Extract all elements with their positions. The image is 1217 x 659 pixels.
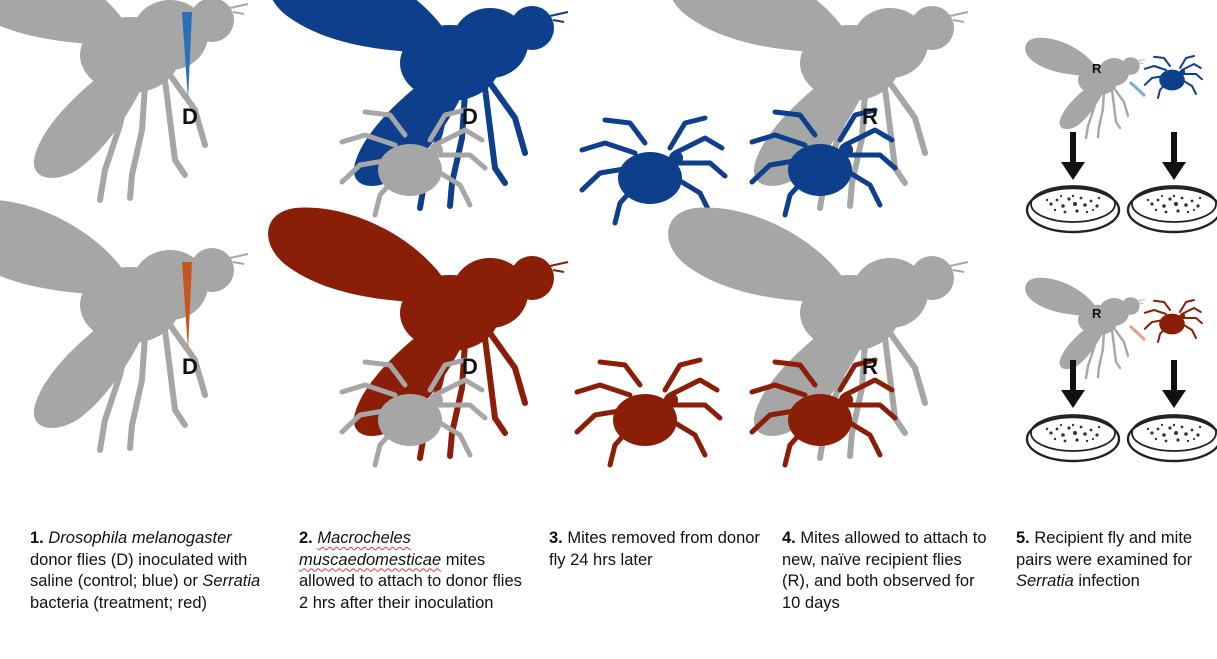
donor-label: D (182, 104, 198, 129)
step-text: bacteria (treatment; red) (30, 594, 207, 612)
recipient-label: R (862, 354, 878, 379)
step-number: 4. (782, 529, 796, 547)
recipient-label: R (1092, 306, 1102, 321)
mite-small-red-icon (1145, 300, 1202, 342)
panel-1-treatment: D (0, 200, 248, 450)
row-control: D D R R (0, 0, 1217, 232)
step-1-caption: 1. Drosophila melanogaster donor flies (… (30, 528, 270, 614)
step-text: Serratia (1016, 572, 1074, 590)
recipient-label: R (1092, 61, 1102, 76)
petri-dish-icon (1128, 186, 1217, 232)
panel-4-control: R (668, 0, 968, 215)
step-text: Serratia (202, 572, 260, 590)
recipient-fly-small-icon (1025, 278, 1145, 378)
step-number: 1. (30, 529, 44, 547)
panel-2-treatment: D (268, 208, 568, 465)
step-number: 5. (1016, 529, 1030, 547)
arrow-down-icon (1162, 132, 1186, 180)
step-number: 3. (549, 529, 563, 547)
step-text: Macrocheles muscaedomesticae (299, 529, 441, 569)
donor-fly-icon (0, 0, 248, 200)
step-text: infection (1074, 572, 1140, 590)
petri-dish-icon (1027, 415, 1119, 461)
donor-label: D (182, 354, 198, 379)
step-5-caption: 5. Recipient fly and mite pairs were exa… (1016, 528, 1206, 593)
row-treatment: D D R R (0, 200, 1217, 465)
pipette-blue-icon (1130, 82, 1145, 96)
step-3-caption: 3. Mites removed from donor fly 24 hrs l… (549, 528, 764, 571)
arrow-down-icon (1162, 360, 1186, 408)
removed-mite-blue-icon (582, 118, 725, 223)
diagram-artwork: D D R R (0, 0, 1217, 510)
step-2-caption: 2. Macrocheles muscaedomesticae mites al… (299, 528, 531, 614)
pipette-red-icon (1130, 326, 1145, 340)
step-number: 2. (299, 529, 313, 547)
step-text: Drosophila melanogaster (48, 529, 231, 547)
step-text: Mites removed from donor fly 24 hrs late… (549, 529, 760, 569)
removed-mite-red-icon (577, 360, 720, 465)
donor-fly-icon (0, 200, 248, 450)
arrow-down-icon (1061, 132, 1085, 180)
panel-4-treatment: R (668, 208, 968, 465)
petri-dish-icon (1128, 415, 1217, 461)
recipient-label: R (862, 104, 878, 129)
panel-1-control: D (0, 0, 248, 200)
step-4-caption: 4. Mites allowed to attach to new, naïve… (782, 528, 992, 614)
panel-5-control: R (1025, 38, 1217, 232)
recipient-fly-small-icon (1025, 38, 1145, 138)
step-text: Recipient fly and mite pairs were examin… (1016, 529, 1192, 569)
panel-2-control: D (268, 0, 568, 215)
step-text: Mites allowed to attach to new, naïve re… (782, 529, 987, 612)
panel-5-treatment: R (1025, 278, 1217, 461)
petri-dish-icon (1027, 186, 1119, 232)
donor-label: D (462, 104, 478, 129)
mite-small-blue-icon (1145, 56, 1202, 98)
donor-label: D (462, 354, 478, 379)
